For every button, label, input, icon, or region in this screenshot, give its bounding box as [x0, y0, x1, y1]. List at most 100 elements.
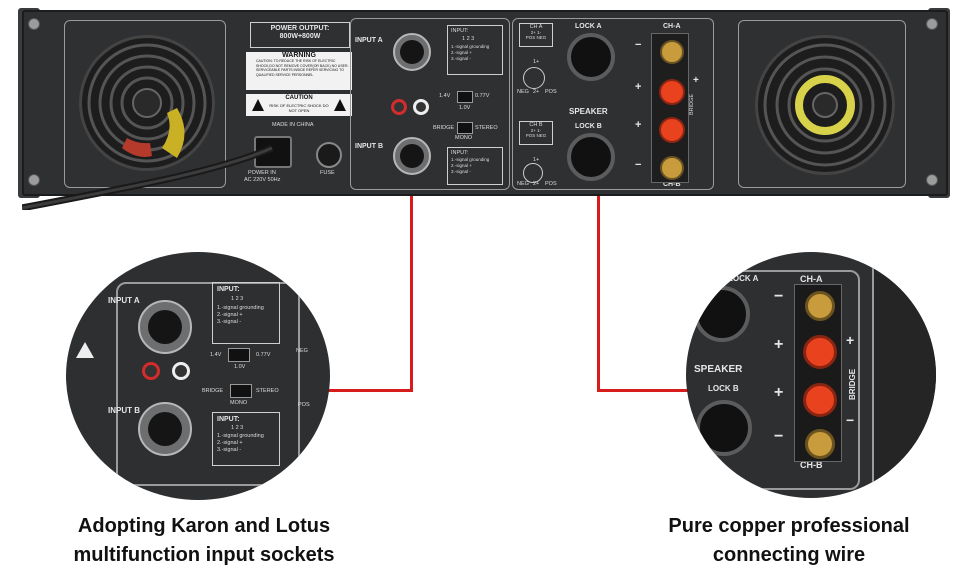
binding-post-ch-b-negative[interactable] — [660, 156, 684, 180]
zoom-input-b-xlr-socket[interactable] — [138, 402, 192, 456]
pin-3-text: 3.-signal - — [451, 56, 471, 61]
zoom-sensitivity-low: 1.4V — [210, 352, 222, 358]
made-in-label: MADE IN CHINA — [272, 122, 314, 128]
screw-icon — [28, 18, 40, 30]
zoom-speakon-b-socket[interactable] — [696, 400, 752, 456]
sensitivity-switch[interactable] — [457, 91, 473, 103]
two-plus-label: 2+ — [533, 89, 540, 95]
input-section: INPUT A INPUT B INPUT: 1 2 3 1.-signal g… — [350, 18, 510, 190]
zoom-fan-edge — [872, 262, 936, 492]
zoom-input-a-label: INPUT A — [108, 296, 140, 305]
power-cable — [22, 144, 274, 210]
mode-switch[interactable] — [457, 122, 473, 134]
zoom-speaker-section — [686, 270, 860, 490]
caution-title: CAUTION — [285, 95, 313, 101]
zoom-bridge-plus: + — [846, 332, 855, 348]
warning-label: WARNING CAUTION: TO REDUCE THE RISK OF E… — [246, 52, 352, 90]
screw-icon — [926, 174, 938, 186]
pin-2-text: 2.-signal + — [451, 163, 472, 168]
ch-a-post-label: CH-A — [663, 23, 681, 30]
zoom-binding-post-block — [794, 284, 842, 462]
pin-2-text: 2.-signal + — [451, 50, 472, 55]
zoom-bridge-minus: − — [846, 412, 855, 428]
rca-white-socket[interactable] — [413, 99, 429, 115]
zoom-pin-2-text: 2.-signal + — [217, 312, 243, 318]
caption-right-line2: connecting wire — [712, 544, 866, 566]
input-label: INPUT: — [451, 150, 469, 156]
caution-label: CAUTION RISK OF ELECTRIC SHOCK DO NOT OP… — [246, 94, 352, 116]
caption-left-line1: Adopting Karon and Lotus — [77, 515, 331, 537]
plus-sign: + — [635, 119, 642, 131]
amplifier-rear-panel: POWER OUTPUT: 800W+800W WARNING CAUTION:… — [22, 10, 948, 210]
zoom-circle-terminals: LOCK A SPEAKER LOCK B CH-A CH-B − + + − … — [686, 252, 936, 498]
warning-triangle-icon — [252, 99, 264, 111]
zoom-binding-post-ch-b-negative[interactable] — [805, 429, 835, 459]
two-plus-label: 2+ — [533, 181, 540, 187]
zoom-neg-label: NEG — [296, 348, 308, 354]
bridge-plus-sign: + — [693, 75, 699, 86]
binding-post-ch-a-positive[interactable] — [659, 79, 685, 105]
speakon-a-socket[interactable] — [567, 33, 615, 81]
lock-b-label: LOCK B — [575, 123, 602, 130]
input-b-label: INPUT B — [355, 143, 383, 150]
ch-b-pin-box: CH B 2+ 1- POS NEG — [519, 121, 553, 145]
zoom-input-label: INPUT: — [217, 416, 240, 423]
zoom-stereo-label: STEREO — [256, 388, 279, 394]
zoom-circle-inputs: INPUT A INPUT B INPUT: 1 2 3 1.-signal g… — [66, 252, 330, 500]
zoom-sensitivity-mid: 1.0V — [234, 364, 246, 370]
pin-diagram-icon — [523, 67, 545, 89]
fuse-holder[interactable] — [316, 142, 342, 168]
caption-left-line2: multifunction input sockets — [73, 544, 335, 566]
neg-label: NEG — [517, 181, 529, 187]
caption-right-line1: Pure copper professional — [668, 515, 910, 537]
zoom-rca-red-socket[interactable] — [142, 362, 160, 380]
neg-label: NEG — [517, 89, 529, 95]
zoom-input-a-xlr-socket[interactable] — [138, 300, 192, 354]
fan-icon — [755, 35, 895, 175]
warning-title: WARNING — [282, 52, 316, 59]
pos-label: POS — [545, 181, 557, 187]
pins-top: 2+ 1- — [530, 128, 542, 133]
pin-1-text: 1.-signal grounding — [451, 44, 490, 49]
zoom-binding-post-ch-a-positive[interactable] — [803, 335, 837, 369]
zoom-binding-post-ch-a-negative[interactable] — [805, 291, 835, 321]
ch-b-box-label: CH B — [529, 122, 543, 128]
power-spec-label: AC 220V 50Hz — [244, 177, 281, 183]
screw-icon — [926, 18, 938, 30]
right-fan-section — [738, 20, 906, 188]
rca-red-socket[interactable] — [391, 99, 407, 115]
zoom-plus-sign: + — [774, 384, 784, 401]
zoom-pos-label: POS — [298, 402, 310, 408]
lock-a-label: LOCK A — [575, 23, 602, 30]
fan-icon — [79, 35, 215, 171]
left-fan-section — [64, 20, 226, 188]
speaker-label: SPEAKER — [569, 107, 608, 116]
zoom-speakon-a-socket[interactable] — [694, 286, 750, 342]
connector-line-left-horizontal — [326, 389, 413, 392]
plus-sign: + — [635, 81, 642, 93]
ch-b-post-label: CH-B — [663, 181, 681, 188]
minus-sign: − — [635, 39, 642, 51]
zoom-sensitivity-switch[interactable] — [228, 348, 250, 362]
power-in-label: POWER IN — [248, 170, 276, 176]
bridge-label: BRIDGE — [433, 125, 455, 131]
bridge-vertical-label: BRIDGE — [689, 93, 695, 115]
zoom-plus-sign: + — [774, 336, 784, 353]
input-a-xlr-socket[interactable] — [393, 33, 431, 71]
input-b-xlr-socket[interactable] — [393, 137, 431, 175]
warning-text: CAUTION: TO REDUCE THE RISK OF ELECTRIC … — [256, 59, 349, 77]
zoom-mode-switch[interactable] — [230, 384, 252, 398]
sensitivity-mid: 1.0V — [459, 105, 471, 111]
speaker-section: CH A 2+ 1- POS NEG LOCK A 1+ NEG 2+ POS … — [512, 18, 714, 190]
zoom-input-a-pin-box: INPUT: 1 2 3 1.-signal grounding 2.-sign… — [212, 282, 280, 344]
connector-line-right-horizontal — [597, 389, 689, 392]
binding-post-ch-a-negative[interactable] — [660, 40, 684, 64]
sensitivity-low: 1.4V — [439, 93, 451, 99]
zoom-binding-post-ch-b-positive[interactable] — [803, 383, 837, 417]
zoom-input-section — [116, 282, 300, 486]
zoom-rca-white-socket[interactable] — [172, 362, 190, 380]
binding-post-ch-b-positive[interactable] — [659, 117, 685, 143]
caution-text: RISK OF ELECTRIC SHOCK DO NOT OPEN — [269, 103, 329, 113]
zoom-sensitivity-high: 0.77V — [256, 352, 271, 358]
speakon-b-socket[interactable] — [567, 133, 615, 181]
